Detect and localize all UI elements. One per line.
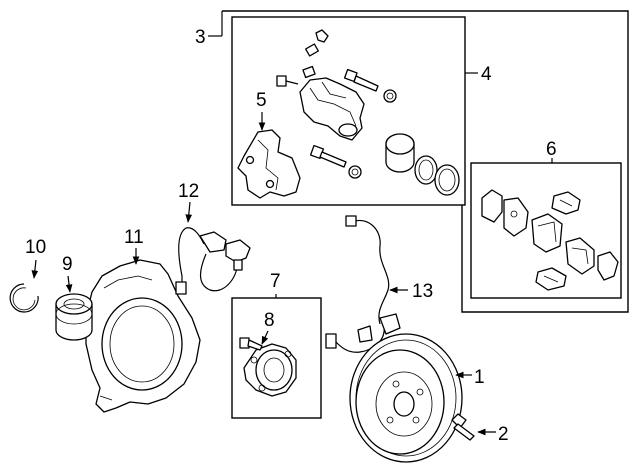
callout-7: 7 (270, 271, 281, 292)
callout-8: 8 (264, 310, 275, 331)
caliper-piston (385, 133, 415, 173)
callout-11: 11 (124, 227, 144, 248)
pad-clips-upper (551, 191, 581, 215)
dust-shield (85, 259, 201, 413)
callout-12: 12 (178, 181, 199, 202)
piston-seal (414, 155, 438, 185)
wheel-stud (239, 337, 263, 351)
piston-boot (434, 164, 460, 196)
snap-ring (9, 283, 39, 313)
bleeder-screw (305, 29, 329, 57)
rotor-screw (451, 413, 475, 441)
pad-clips-lower (535, 267, 567, 291)
callout-2: 2 (498, 424, 509, 445)
callout-1: 1 (474, 367, 485, 388)
callout-9: 9 (62, 254, 73, 275)
callout-5: 5 (256, 90, 267, 111)
callout-labels: 1 2 3 4 5 6 7 8 9 10 11 12 13 (25, 27, 557, 445)
brake-pad-center (531, 213, 563, 253)
brake-pad-shim-right (597, 251, 619, 281)
callout-3: 3 (195, 27, 206, 48)
abs-sensor (325, 215, 401, 353)
wheel-bearing (55, 293, 93, 341)
brake-pad-left (503, 197, 529, 237)
brake-rotor (349, 333, 463, 463)
caliper-small-bolt (276, 65, 316, 87)
guide-pin-bolt-upper (343, 68, 397, 103)
caliper-housing (299, 77, 365, 141)
callout-10: 10 (25, 237, 46, 258)
brake-pad-right (565, 237, 595, 275)
leader-lines (31, 35, 553, 436)
callout-4: 4 (481, 64, 492, 85)
caliper-group-outer-box (221, 10, 629, 313)
wheel-hub (243, 343, 297, 397)
brake-pad-shim-left (481, 189, 503, 223)
callout-6: 6 (546, 139, 557, 160)
caliper-assembly-box (231, 16, 466, 206)
guide-pin-bolt-lower (309, 144, 362, 179)
caliper-bracket (237, 129, 301, 199)
brake-hose (175, 227, 251, 295)
callout-13: 13 (412, 281, 433, 302)
pad-kit-box (470, 162, 622, 299)
